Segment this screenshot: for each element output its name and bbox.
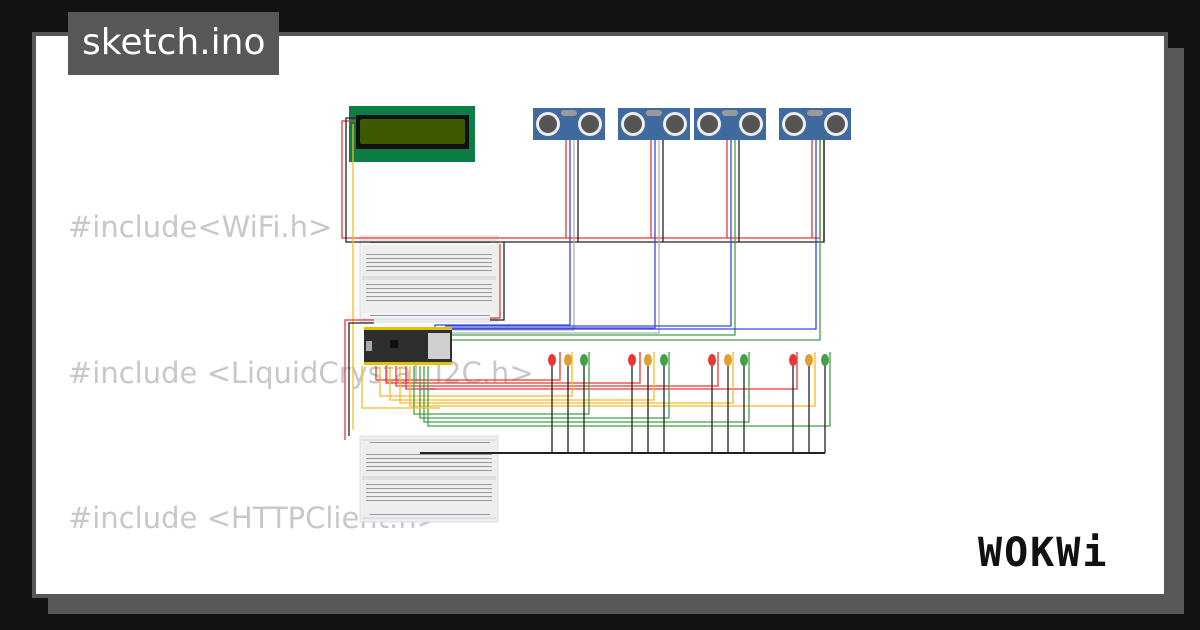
preview-card: #include<WiFi.h> #include <LiquidCrystal… bbox=[36, 36, 1164, 594]
file-tab: sketch.ino bbox=[68, 12, 280, 75]
ultrasonic-sensors bbox=[533, 108, 851, 140]
lcd-display bbox=[349, 106, 475, 162]
code-line: #include<WiFi.h> bbox=[68, 210, 333, 244]
breadboard-bottom bbox=[359, 435, 499, 523]
esp32-board bbox=[364, 327, 452, 365]
wokwi-logo: WOKWi bbox=[978, 530, 1109, 576]
wires bbox=[341, 117, 831, 454]
code-preview: #include<WiFi.h> #include <LiquidCrystal… bbox=[68, 106, 1164, 594]
led-array bbox=[548, 354, 829, 366]
breadboard-top bbox=[359, 235, 499, 323]
